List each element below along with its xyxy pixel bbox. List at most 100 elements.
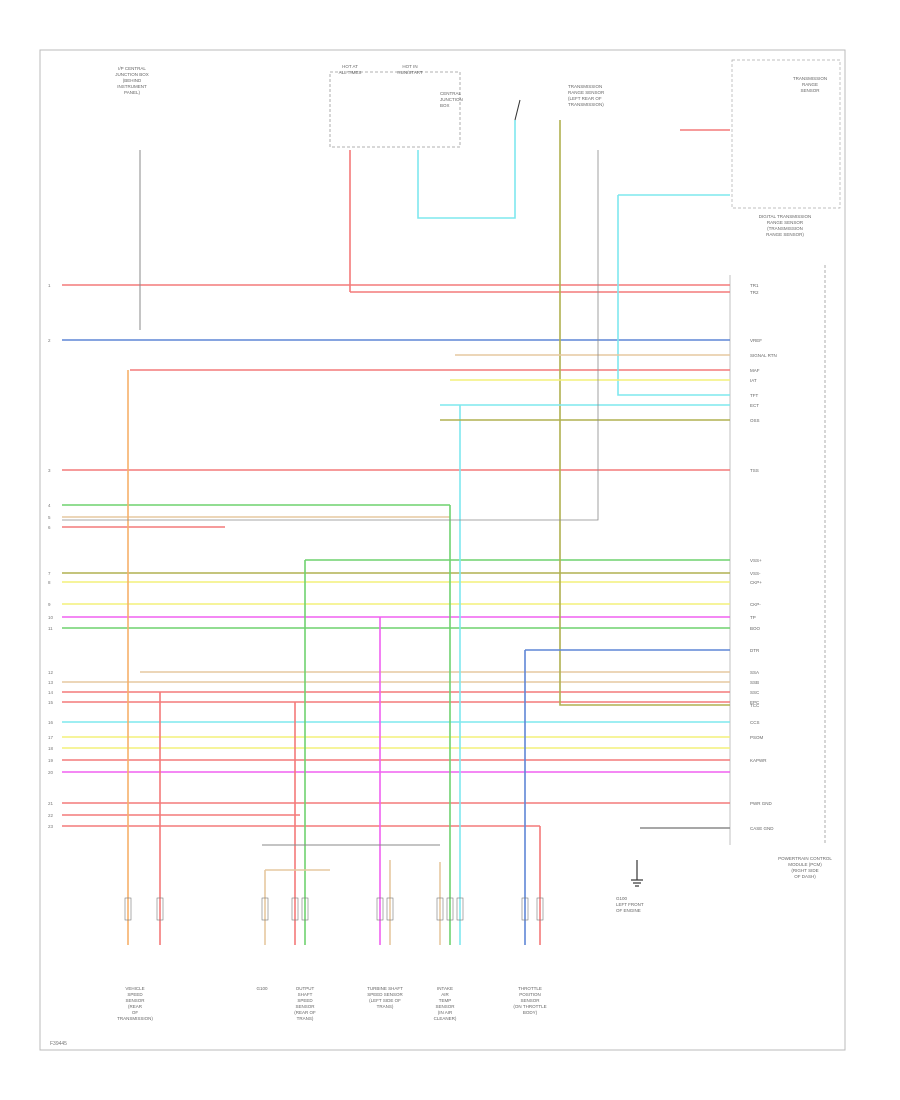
left-pin-20: 21 bbox=[48, 801, 54, 806]
right-label-15: BOO bbox=[750, 626, 761, 631]
bottom-connector-10 bbox=[521, 897, 529, 921]
right-label-12: CKP+ bbox=[750, 580, 762, 585]
right-label-23: PSOM bbox=[750, 735, 764, 740]
top-comp-ic-line-0: I/P CENTRAL bbox=[118, 66, 146, 71]
right-label-10: VSS+ bbox=[750, 558, 762, 563]
bottom-connector-4 bbox=[301, 897, 309, 921]
tr-label-line-0: DIGITAL TRANSMISSION bbox=[759, 214, 811, 219]
wire-switch bbox=[514, 99, 521, 121]
ground-icon bbox=[631, 860, 643, 887]
bottom-comp-mlps-line-3: SENSOR bbox=[295, 1004, 315, 1009]
bottom-connector-1 bbox=[156, 897, 164, 921]
bottom-comp-tss-line-1: SPEED SENSOR bbox=[367, 992, 403, 997]
bottom-connector-3 bbox=[291, 897, 299, 921]
bottom-comp-mlps-line-0: OUTPUT bbox=[296, 986, 315, 991]
right-label-1: TR2 bbox=[750, 290, 759, 295]
left-pin-5: 6 bbox=[48, 525, 51, 530]
labels-group: 1234567891011121314151617181920212223TR1… bbox=[48, 64, 832, 1021]
right-label-3: SIGNAL RTN bbox=[750, 353, 777, 358]
top-comp-fuse-a-line-1: ALL TIMES bbox=[339, 70, 362, 75]
bottom-comp-tft-line-1: POSITION bbox=[519, 992, 541, 997]
bottom-comp-oss-line-1: AIR bbox=[441, 992, 449, 997]
bottom-connector-0 bbox=[124, 897, 132, 921]
pcm-label-line-3: OF DASH) bbox=[794, 874, 816, 879]
pcm-label-line-0: POWERTRAIN CONTROL bbox=[778, 856, 832, 861]
left-pin-4: 5 bbox=[48, 515, 51, 520]
wire-cyan-right bbox=[617, 195, 730, 396]
bottom-comp-tft-line-0: THROTTLE bbox=[518, 986, 542, 991]
bottom-comp-mlps-line-1: SHAFT bbox=[298, 992, 313, 997]
pcm-label-line-2: (RIGHT SIDE bbox=[791, 868, 818, 873]
bottom-connector-5 bbox=[376, 897, 384, 921]
left-pin-17: 18 bbox=[48, 746, 54, 751]
right-label-18: SSB bbox=[750, 680, 759, 685]
left-pin-16: 17 bbox=[48, 735, 54, 740]
right-label-7: ECT bbox=[750, 403, 759, 408]
top-comp-clutch-line-0: TRANSMISSION bbox=[568, 84, 602, 89]
left-pin-1: 2 bbox=[48, 338, 51, 343]
bottom-comp-tss-line-0: TURBINE SHAFT bbox=[367, 986, 403, 991]
top-comp-pdb-line-1: JUNCTION bbox=[440, 97, 463, 102]
left-pin-2: 3 bbox=[48, 468, 51, 473]
bottom-comp-g-line-0: G100 bbox=[256, 986, 268, 991]
left-pin-13: 14 bbox=[48, 690, 54, 695]
bottom-comp-oss-line-4: (IN AIR bbox=[438, 1010, 453, 1015]
diagram-border bbox=[39, 49, 846, 1051]
left-pin-6: 7 bbox=[48, 571, 51, 576]
wire-olive-long bbox=[559, 120, 730, 706]
top-comp-clutch-line-1: RANGE SENSOR bbox=[568, 90, 605, 95]
ground-label-line-2: OF ENGINE bbox=[616, 908, 641, 913]
tr-label-line-2: (TRANSMISSION bbox=[767, 226, 803, 231]
bottom-connector-8 bbox=[446, 897, 454, 921]
tr-label-line-1: RANGE SENSOR bbox=[767, 220, 804, 225]
top-comp-ic-line-3: INSTRUMENT bbox=[117, 84, 147, 89]
bottom-connector-7 bbox=[436, 897, 444, 921]
right-label-19: SSC bbox=[750, 690, 760, 695]
top-comp-tr-sensor-line-1: RANGE bbox=[802, 82, 818, 87]
bottom-comp-oss-line-3: SENSOR bbox=[435, 1004, 455, 1009]
tr-label-line-3: RANGE SENSOR) bbox=[766, 232, 804, 237]
right-label-8: OSS bbox=[750, 418, 760, 423]
bottom-comp-mlps-line-2: SPEED bbox=[297, 998, 313, 1003]
bottom-comp-tft-line-2: SENSOR bbox=[520, 998, 540, 1003]
right-label-26: CASE GND bbox=[750, 826, 774, 831]
ground-label-line-1: LEFT FRONT bbox=[616, 902, 644, 907]
top-comp-fuse-b-line-0: HOT IN bbox=[402, 64, 417, 69]
right-label-9: TSS bbox=[750, 468, 759, 473]
top-comp-tr-sensor-line-2: SENSOR bbox=[800, 88, 820, 93]
right-label-13: CKP- bbox=[750, 602, 761, 607]
right-label-11: VSS- bbox=[750, 571, 761, 576]
bottom-comp-vss-line-4: OF bbox=[132, 1010, 139, 1015]
bottom-connector-9 bbox=[456, 897, 464, 921]
bottom-comp-tss-line-3: TRANS) bbox=[377, 1004, 394, 1009]
bottom-comp-tss-line-2: (LEFT SIDE OF bbox=[369, 998, 401, 1003]
top-comp-pdb-line-2: BOX bbox=[440, 103, 450, 108]
right-label-5: IAT bbox=[750, 378, 757, 383]
right-label-20: EPC bbox=[750, 700, 760, 705]
bottom-comp-vss-line-5: TRANSMISSION) bbox=[117, 1016, 153, 1021]
right-label-16: DTR bbox=[750, 648, 760, 653]
bottom-comp-tft-line-3: (ON THROTTLE bbox=[513, 1004, 546, 1009]
bottom-connector-2 bbox=[261, 897, 269, 921]
footer-code: F39445 bbox=[50, 1041, 67, 1047]
right-label-0: TR1 bbox=[750, 283, 759, 288]
left-pin-9: 10 bbox=[48, 615, 54, 620]
right-label-14: TP bbox=[750, 615, 756, 620]
bottom-connector-11 bbox=[536, 897, 544, 921]
wire-fuse-b bbox=[417, 120, 516, 219]
left-pin-15: 16 bbox=[48, 720, 54, 725]
bottom-comp-vss-line-0: VEHICLE bbox=[125, 986, 144, 991]
left-pin-21: 22 bbox=[48, 813, 54, 818]
top-comp-tr-sensor-line-0: TRANSMISSION bbox=[793, 76, 827, 81]
ground-label-line-0: G100 bbox=[616, 896, 628, 901]
left-pin-7: 8 bbox=[48, 580, 51, 585]
bottom-connector-6 bbox=[386, 897, 394, 921]
fuse-box bbox=[329, 71, 461, 148]
left-pin-19: 20 bbox=[48, 770, 54, 775]
left-pin-3: 4 bbox=[48, 503, 51, 508]
top-comp-clutch-line-3: TRANSMISSION) bbox=[568, 102, 604, 107]
top-comp-ic-line-4: PANEL) bbox=[124, 90, 140, 95]
left-pin-8: 9 bbox=[48, 602, 51, 607]
right-label-2: VREF bbox=[750, 338, 762, 343]
